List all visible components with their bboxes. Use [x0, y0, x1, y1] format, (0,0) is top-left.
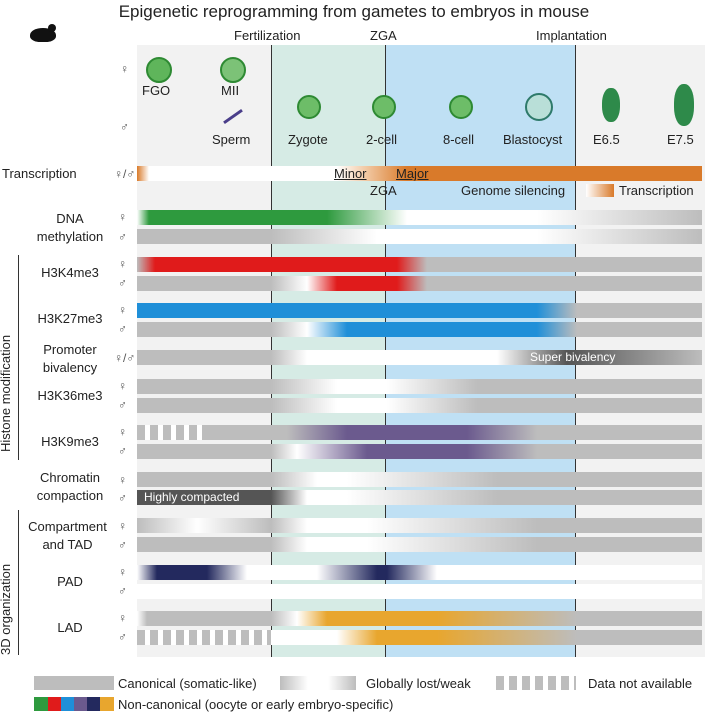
compaction-male-bar: [137, 490, 702, 505]
compaction-male-sex: ♂: [118, 491, 127, 505]
h3k27me3-male-bar: [137, 322, 702, 337]
zygote-icon: [297, 95, 321, 119]
h3k9me3-female-bar: [137, 425, 702, 440]
blastocyst-icon: [525, 93, 553, 121]
h3k4me3-label: H3K4me3: [41, 265, 99, 280]
pad-female-bar: [137, 565, 702, 580]
eight-cell-icon: [449, 95, 473, 119]
compartment-tad-label: Compartment and TAD: [28, 519, 107, 552]
legend-canonical-swatch: [34, 676, 114, 690]
stage-8cell: 8-cell: [443, 132, 475, 147]
dna-meth-female-sex: ♀: [118, 210, 127, 224]
pad-male-sex: ♂: [118, 584, 127, 598]
tad-male-sex: ♂: [118, 538, 127, 552]
h3k27me3-male-sex: ♂: [118, 322, 127, 336]
bivalency-bar: [137, 350, 702, 365]
stage-zygote: Zygote: [288, 132, 328, 147]
minor-label: Minor: [334, 166, 367, 181]
compaction-female-sex: ♀: [118, 473, 127, 487]
stage-blastocyst: Blastocyst: [503, 132, 563, 147]
h3k27me3-label: H3K27me3: [37, 311, 103, 326]
legend-noncanonical-label: Non-canonical (oocyte or early embryo-sp…: [118, 697, 394, 712]
h3k4me3-male-bar: [137, 276, 702, 291]
h3k9me3-female-sex: ♀: [118, 425, 127, 439]
fgo-oocyte-icon: [146, 57, 172, 83]
transcription-legend-label: Transcription: [619, 183, 694, 198]
tad-male-bar: [137, 537, 702, 552]
figure-title: Epigenetic reprogramming from gametes to…: [118, 2, 590, 21]
histone-group-label: Histone modification: [0, 334, 13, 452]
compaction-female-bar: [137, 472, 702, 487]
stage-mii: MII: [221, 83, 240, 98]
lad-na-male-stripes: [137, 630, 271, 645]
transcription-zga-label: ZGA: [370, 183, 397, 198]
promoter-bivalency-label: Promoter bivalency: [42, 342, 98, 375]
transcription-legend-swatch: [586, 184, 614, 197]
genome-silencing-label: Genome silencing: [461, 183, 566, 198]
h3k4me3-female-sex: ♀: [118, 257, 127, 271]
org3d-group-label: 3D organization: [0, 563, 13, 655]
dna-meth-male-sex: ♂: [118, 230, 127, 244]
stage-e75: E7.5: [667, 132, 694, 147]
histone-bracket: [18, 255, 19, 460]
two-cell-icon: [372, 95, 396, 119]
pad-label: PAD: [57, 574, 83, 589]
stage-fgo: FGO: [142, 83, 171, 98]
bivalency-sex: ♀/♂: [114, 351, 136, 365]
major-label: Major: [396, 166, 429, 181]
dna-methylation-label: DNA methylation: [36, 211, 104, 244]
pad-female-sex: ♀: [118, 565, 127, 579]
e65-embryo-icon: [602, 88, 620, 122]
h3k27me3-female-sex: ♀: [118, 303, 127, 317]
e75-embryo-icon: [674, 84, 694, 126]
transcription-label: Transcription: [2, 166, 77, 181]
h3k36me3-male-sex: ♂: [118, 398, 127, 412]
tad-female-sex: ♀: [118, 519, 127, 533]
lad-male-sex: ♂: [118, 630, 127, 644]
mouse-ear-icon: [48, 24, 56, 32]
h3k9me3-male-bar: [137, 444, 702, 459]
mii-oocyte-icon: [220, 57, 246, 83]
h3k9me3-male-sex: ♂: [118, 444, 127, 458]
h3k36me3-label: H3K36me3: [37, 388, 103, 403]
highly-compacted-tag: Highly compacted: [144, 490, 240, 504]
h3k9me3-label: H3K9me3: [41, 434, 99, 449]
super-bivalency-tag: Super bivalency: [530, 350, 616, 364]
legend-lost-swatch-1: [280, 676, 308, 690]
chromatin-compaction-label: Chromatin compaction: [36, 470, 104, 503]
h3k27me3-female-bar: [137, 303, 702, 318]
transcription-bar: [137, 166, 702, 181]
fertilization-label: Fertilization: [234, 28, 301, 43]
stage-2cell: 2-cell: [366, 132, 398, 147]
legend-lost-swatch-2: [328, 676, 356, 690]
h3k9me3-na-female-stripes: [137, 425, 202, 440]
h3k36me3-female-bar: [137, 379, 702, 394]
tad-female-bar: [137, 518, 702, 533]
lad-male-bar: [137, 630, 702, 645]
h3k36me3-female-sex: ♀: [118, 379, 127, 393]
legend-na-swatch: [496, 676, 576, 690]
stage-e65: E6.5: [593, 132, 620, 147]
lad-female-sex: ♀: [118, 611, 127, 625]
lad-label: LAD: [57, 620, 83, 635]
female-symbol: ♀: [120, 62, 129, 76]
transcription-sex: ♀/♂: [114, 167, 136, 181]
dna-meth-male-bar: [137, 229, 702, 244]
implantation-label: Implantation: [536, 28, 607, 43]
h3k36me3-male-bar: [137, 398, 702, 413]
legend-canonical-label: Canonical (somatic-like): [118, 676, 257, 691]
org3d-bracket: [18, 510, 19, 655]
male-symbol: ♂: [120, 120, 129, 134]
h3k4me3-male-sex: ♂: [118, 276, 127, 290]
legend-noncanonical-swatch: [34, 697, 114, 711]
lad-female-bar: [137, 611, 702, 626]
stage-sperm: Sperm: [212, 132, 251, 147]
h3k4me3-female-bar: [137, 257, 702, 272]
dna-meth-female-bar: [137, 210, 702, 225]
pad-male-bar: [137, 584, 702, 599]
legend-na-label: Data not available: [588, 676, 693, 691]
legend-lost-label: Globally lost/weak: [366, 676, 471, 691]
zga-label: ZGA: [370, 28, 397, 43]
